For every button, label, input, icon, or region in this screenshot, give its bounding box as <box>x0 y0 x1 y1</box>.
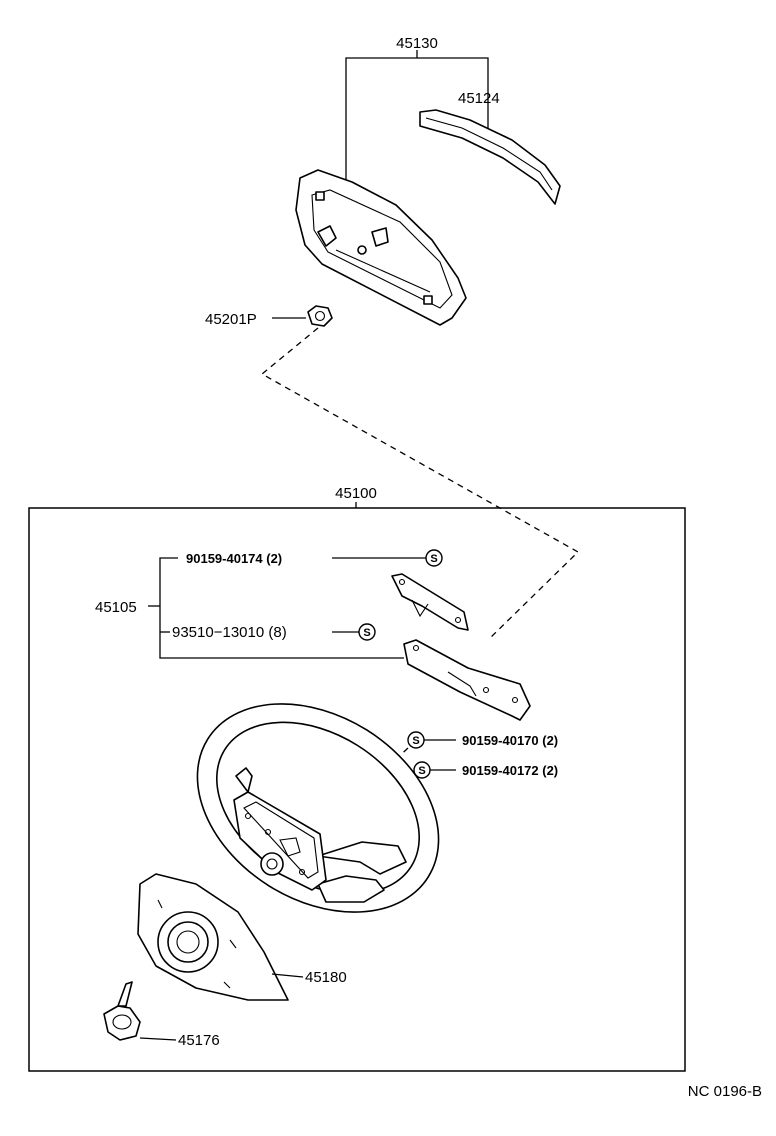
cover-45180 <box>137 873 289 1001</box>
spring-45176 <box>103 981 141 1041</box>
callout-45100: 45100 <box>335 485 377 502</box>
nut-45201P <box>307 305 333 327</box>
standard-part-mark <box>425 549 443 567</box>
leader-45176 <box>139 1037 177 1041</box>
callout-90159-40170: 90159-40170 (2) <box>462 733 558 748</box>
ornament-strip-45124 <box>419 109 561 205</box>
leader-45105 <box>148 557 404 659</box>
callout-90159-40174: 90159-40174 (2) <box>186 551 282 566</box>
standard-part-mark-text: S <box>430 553 437 565</box>
callout-45130: 45130 <box>396 35 438 52</box>
standard-part-mark-text: S <box>412 735 419 747</box>
steering-wheel <box>196 703 440 913</box>
bracket-lower <box>403 639 531 721</box>
callout-93510-13010: 93510−13010 (8) <box>172 624 287 641</box>
callout-45124: 45124 <box>458 90 500 107</box>
callout-45201P: 45201P <box>205 311 257 328</box>
callout-45180: 45180 <box>305 969 347 986</box>
callout-45176: 45176 <box>178 1032 220 1049</box>
leader-45180 <box>271 973 304 978</box>
figure-code: NC 0196-B <box>688 1083 762 1100</box>
assembly-dashed-line <box>260 327 580 641</box>
standard-part-mark-text: S <box>363 627 370 639</box>
assembly-box-45100 <box>28 507 686 1072</box>
standard-part-mark-text: S <box>418 765 425 777</box>
bracket-upper <box>391 573 469 631</box>
standard-part-mark <box>358 623 376 641</box>
callout-45105: 45105 <box>95 599 137 616</box>
callout-90159-40172: 90159-40172 (2) <box>462 763 558 778</box>
horn-pad-45130 <box>295 169 467 326</box>
leader-45130 <box>345 50 489 185</box>
